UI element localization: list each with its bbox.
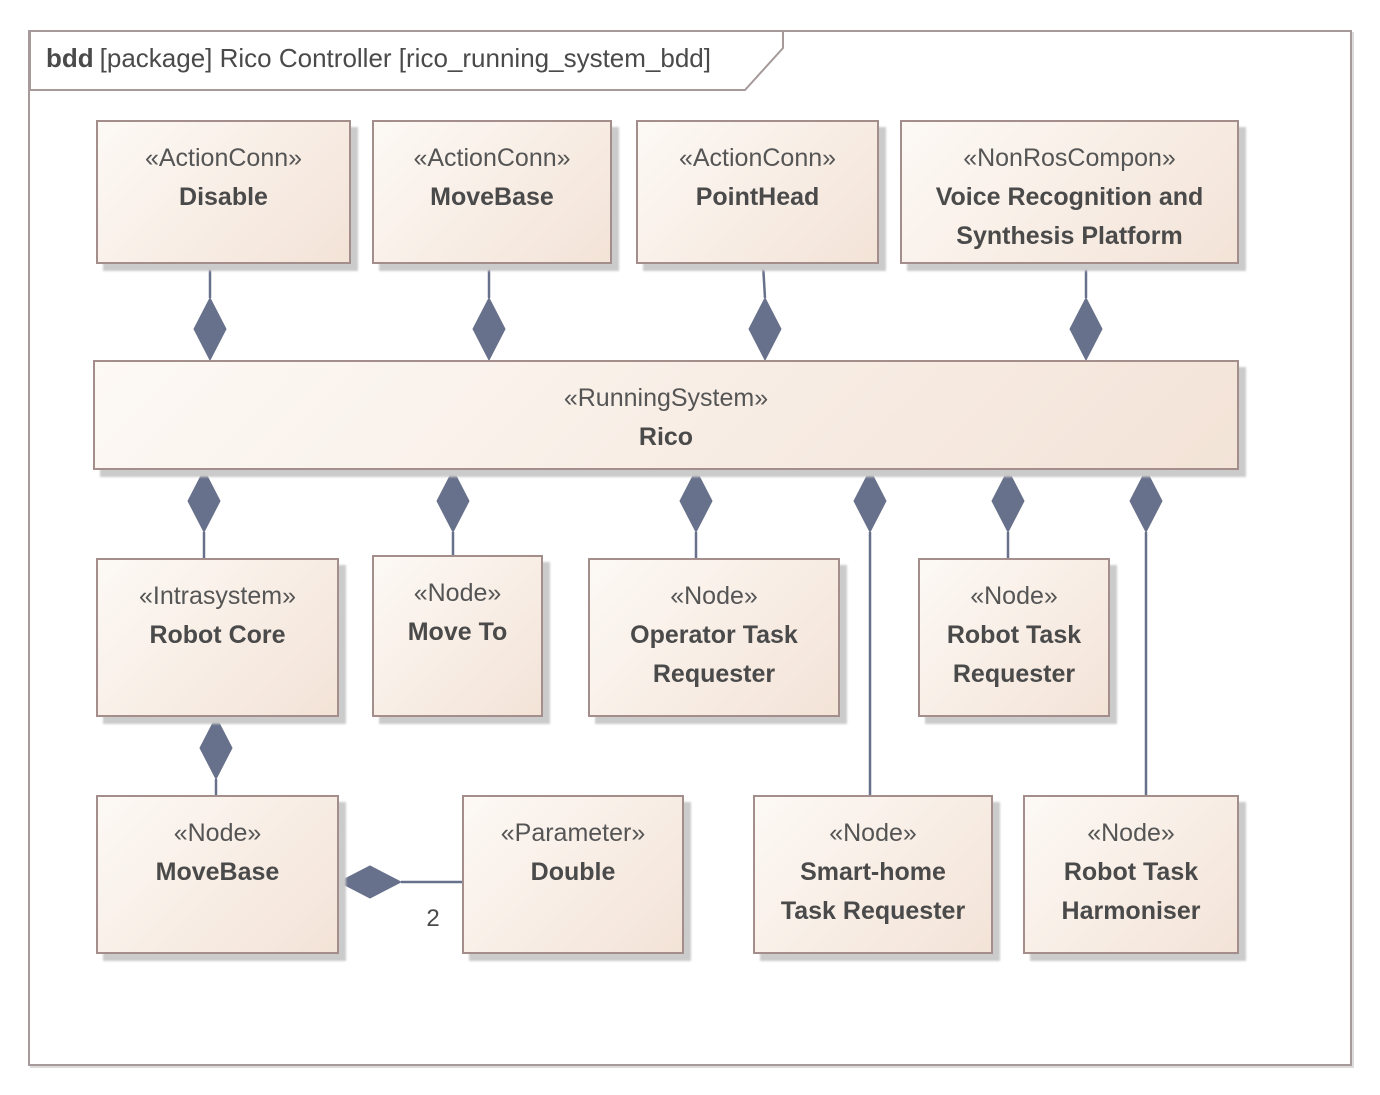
block-name-line-2: Requester [652,660,776,688]
composition-diamond-voice-recognition [1069,296,1103,362]
block-stereotype: «Node» [670,582,758,610]
block-name-line-2: Requester [952,660,1076,688]
frame-header: bdd[package] Rico Controller [rico_runni… [46,40,711,76]
block-voice-recognition[interactable]: «NonRosCompon» Voice Recognition and Syn… [900,120,1239,264]
block-stereotype: «ActionConn» [678,144,837,172]
composition-diamond-disable [193,296,227,362]
block-name: Double [530,858,616,886]
block-stereotype: «NonRosCompon» [963,144,1176,172]
block-name: MoveBase [430,183,554,211]
block-rico[interactable]: «RunningSystem» Rico [93,360,1239,470]
frame-header-tab [29,30,784,91]
composition-line-pointhead [761,263,767,299]
composition-diamond-robot-core [187,468,221,534]
composition-diamond-double [337,865,403,899]
composition-diamond-move-to [436,468,470,534]
block-stereotype: «Node» [173,819,262,847]
multiplicity-label-double: 2 [426,905,439,932]
block-stereotype: «Node» [1087,819,1175,847]
block-name-line-2: Synthesis Platform [956,222,1183,250]
block-name: Move To [407,618,508,646]
block-stereotype: «Intrasystem» [138,582,296,610]
composition-diamond-movebase-node [199,715,233,781]
block-name: MoveBase [155,858,280,886]
block-smart-home-task-requester[interactable]: «Node» Smart-home Task Requester [753,795,993,954]
block-name-line-1: Operator Task [630,621,798,649]
block-name-line-1: Voice Recognition and [935,183,1204,211]
composition-diamond-operator-task-requester [679,468,713,534]
block-name-line-1: Robot Task [1063,858,1199,886]
block-operator-task-requester[interactable]: «Node» Operator Task Requester [588,558,840,717]
block-stereotype: «Node» [970,582,1058,610]
block-stereotype: «RunningSystem» [563,384,769,412]
block-move-to[interactable]: «Node» Move To [372,555,543,717]
block-stereotype: «ActionConn» [413,144,571,172]
block-robot-task-harmoniser[interactable]: «Node» Robot Task Harmoniser [1023,795,1239,954]
block-name-line-1: Robot Task [946,621,1082,649]
block-name-line-2: Task Requester [780,897,966,925]
block-disable[interactable]: «ActionConn» Disable [96,120,351,264]
diagram-title: [package] Rico Controller [rico_running_… [99,43,711,73]
block-movebase-node[interactable]: «Node» MoveBase [96,795,339,954]
block-pointhead[interactable]: «ActionConn» PointHead [636,120,879,264]
block-stereotype: «Parameter» [500,819,646,847]
block-robot-task-requester[interactable]: «Node» Robot Task Requester [918,558,1110,717]
block-name-line-1: Smart-home [800,858,946,886]
block-name: PointHead [695,183,820,211]
block-stereotype: «Node» [413,579,502,607]
block-name: Rico [638,423,694,451]
composition-diamond-robot-task-harmoniser [1129,468,1163,534]
composition-diamond-robot-task-requester [991,468,1025,534]
block-name-line-2: Harmoniser [1061,897,1201,925]
block-name: Disable [179,183,268,211]
composition-diamond-movebase-action [472,296,506,362]
block-stereotype: «ActionConn» [144,144,303,172]
composition-diamond-smart-home-task-requester [853,468,887,534]
diagram-kind: bdd [46,43,94,73]
block-movebase-action[interactable]: «ActionConn» MoveBase [372,120,612,264]
block-robot-core[interactable]: «Intrasystem» Robot Core [96,558,339,717]
block-stereotype: «Node» [829,819,917,847]
composition-diamond-pointhead [748,296,782,362]
block-name: Robot Core [149,621,286,649]
block-double[interactable]: «Parameter» Double [462,795,684,954]
